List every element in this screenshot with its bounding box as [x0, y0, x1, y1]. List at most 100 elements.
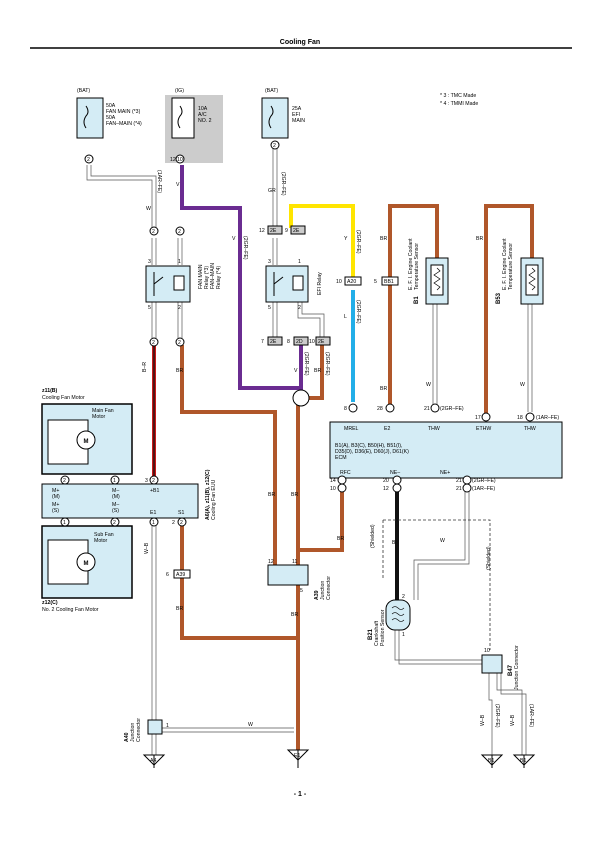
svg-text:2: 2	[178, 340, 181, 346]
svg-text:3: 3	[145, 478, 148, 484]
svg-text:M+: M+	[52, 488, 59, 494]
cooling-fan-ecu: M+ (M) M– (M) +B1 M+ (S) M– (S) E1 S1 A6…	[41, 469, 217, 520]
svg-text:Sub Fan: Sub Fan	[94, 532, 114, 538]
svg-text:25A: 25A	[292, 106, 302, 112]
svg-text:MAIN: MAIN	[292, 118, 305, 124]
svg-text:BR: BR	[314, 368, 321, 374]
svg-text:1: 1	[402, 632, 405, 638]
svg-text:2: 2	[152, 478, 155, 484]
svg-text:1: 1	[113, 478, 116, 484]
svg-text:ETHW: ETHW	[476, 426, 491, 432]
svg-text:BR: BR	[380, 236, 387, 242]
fuse-efi-main: (BAT) 25A EFI MAIN	[261, 88, 305, 139]
svg-text:E. F. I. Engine Coolant: E. F. I. Engine Coolant	[408, 238, 414, 290]
svg-text:3: 3	[268, 259, 271, 265]
svg-text:Relay (*4): Relay (*4)	[216, 266, 222, 289]
svg-text:B1: B1	[520, 758, 526, 764]
wire-brown-5	[298, 484, 344, 552]
svg-text:E. F. I. Engine Coolant: E. F. I. Engine Coolant	[502, 238, 508, 290]
svg-text:8: 8	[287, 339, 290, 345]
svg-text:M: M	[84, 439, 89, 445]
svg-text:2: 2	[152, 340, 155, 346]
efi-relay: EFI Relay	[265, 265, 323, 303]
svg-text:W–B: W–B	[144, 542, 150, 554]
svg-text:2E: 2E	[318, 339, 325, 345]
svg-text:Junction: Junction	[130, 723, 136, 742]
svg-text:(2GR–FE): (2GR–FE)	[303, 352, 309, 376]
svg-text:Temperature Sensor: Temperature Sensor	[414, 243, 420, 290]
svg-text:A39: A39	[314, 590, 320, 600]
svg-text:FAN MAIN: FAN MAIN	[198, 264, 204, 289]
svg-text:2: 2	[298, 305, 301, 311]
svg-text:B21: B21	[368, 628, 374, 640]
svg-text:(2GR–FE): (2GR–FE)	[355, 300, 361, 324]
svg-text:17: 17	[475, 415, 481, 421]
svg-text:GR: GR	[268, 188, 276, 194]
svg-text:7: 7	[261, 339, 264, 345]
svg-text:(IG): (IG)	[175, 88, 184, 94]
svg-text:12: 12	[268, 559, 274, 565]
svg-text:(2GR–FE): (2GR–FE)	[324, 352, 330, 376]
svg-text:Junction: Junction	[320, 581, 326, 600]
svg-text:3: 3	[148, 259, 151, 265]
svg-text:(1AR–FE): (1AR–FE)	[536, 415, 559, 421]
wire-brown-6	[180, 524, 298, 640]
svg-text:+B1: +B1	[150, 488, 159, 494]
svg-text:W–B: W–B	[480, 714, 486, 726]
svg-text:(S): (S)	[52, 508, 59, 514]
ecm: B1(A), B3(C), B50(H), B51(I), D35(D), D3…	[329, 421, 563, 479]
coolant-temp-sensor-b53: B53 E. F. I. Engine Coolant Temperature …	[496, 238, 544, 305]
ground-b1-right: B1	[512, 754, 536, 768]
svg-text:THW: THW	[524, 426, 536, 432]
svg-text:9: 9	[285, 228, 288, 234]
svg-text:z12(C): z12(C)	[42, 600, 58, 606]
svg-text:MREL: MREL	[344, 426, 359, 432]
svg-text:2: 2	[152, 229, 155, 235]
svg-text:14: 14	[330, 478, 336, 484]
svg-text:EFI: EFI	[292, 112, 300, 118]
svg-text:21: 21	[424, 406, 430, 412]
svg-text:W: W	[426, 382, 431, 388]
svg-text:Connector: Connector	[326, 576, 332, 600]
svg-text:(2GR–FE): (2GR–FE)	[440, 406, 464, 412]
svg-text:BR: BR	[291, 492, 298, 498]
ground-a4: A4	[142, 754, 166, 768]
svg-text:A39: A39	[176, 572, 185, 578]
svg-text:5: 5	[300, 588, 303, 594]
terminal-labels: 12 10 2 2 2 2 3 1 5 2 2 2 12 2E 9 2E 3 1…	[63, 143, 523, 638]
svg-text:(2GR–FE): (2GR–FE)	[355, 230, 361, 254]
svg-text:Temperature Sensor: Temperature Sensor	[508, 243, 514, 290]
svg-text:D35(D), D36(E), D60(J), D61(K): D35(D), D36(E), D60(J), D61(K)	[335, 449, 409, 455]
svg-text:(S): (S)	[112, 508, 119, 514]
svg-text:Main Fan: Main Fan	[92, 408, 114, 414]
wire-brown-1	[180, 345, 277, 565]
main-fan-motor: z11(B) Cooling Fan Motor M Main Fan Moto…	[41, 388, 133, 475]
svg-text:2: 2	[178, 305, 181, 311]
svg-text:10: 10	[330, 486, 336, 492]
svg-text:Motor: Motor	[94, 538, 108, 544]
svg-text:(1AR–FE): (1AR–FE)	[472, 486, 495, 492]
note-tmc: * 3 : TMC Made	[440, 93, 476, 99]
svg-text:(2GR–FE): (2GR–FE)	[242, 236, 248, 260]
svg-text:(M): (M)	[112, 494, 120, 500]
svg-text:BR: BR	[476, 236, 483, 242]
svg-text:1: 1	[152, 520, 155, 526]
svg-text:V: V	[232, 236, 236, 242]
svg-text:BR: BR	[268, 492, 275, 498]
svg-text:Connector: Connector	[136, 718, 142, 742]
svg-text:THW: THW	[428, 426, 440, 432]
wire-yellow	[289, 204, 355, 280]
svg-text:(Shielded): (Shielded)	[486, 546, 492, 570]
page-number: - 1 -	[294, 791, 307, 798]
svg-text:2: 2	[87, 157, 90, 163]
svg-text:2E: 2E	[293, 228, 300, 234]
junction-connector-b47: 10 B47 Junction Connector	[481, 645, 520, 690]
svg-text:W–B: W–B	[510, 714, 516, 726]
svg-text:(Shielded): (Shielded)	[370, 524, 376, 548]
fuse-ac-no2: (IG) 10A A/C NO. 2	[171, 88, 212, 139]
svg-text:M–: M–	[112, 488, 119, 494]
svg-text:2: 2	[180, 520, 183, 526]
svg-text:V: V	[294, 368, 298, 374]
svg-text:B53: B53	[496, 292, 502, 304]
svg-text:8: 8	[344, 406, 347, 412]
